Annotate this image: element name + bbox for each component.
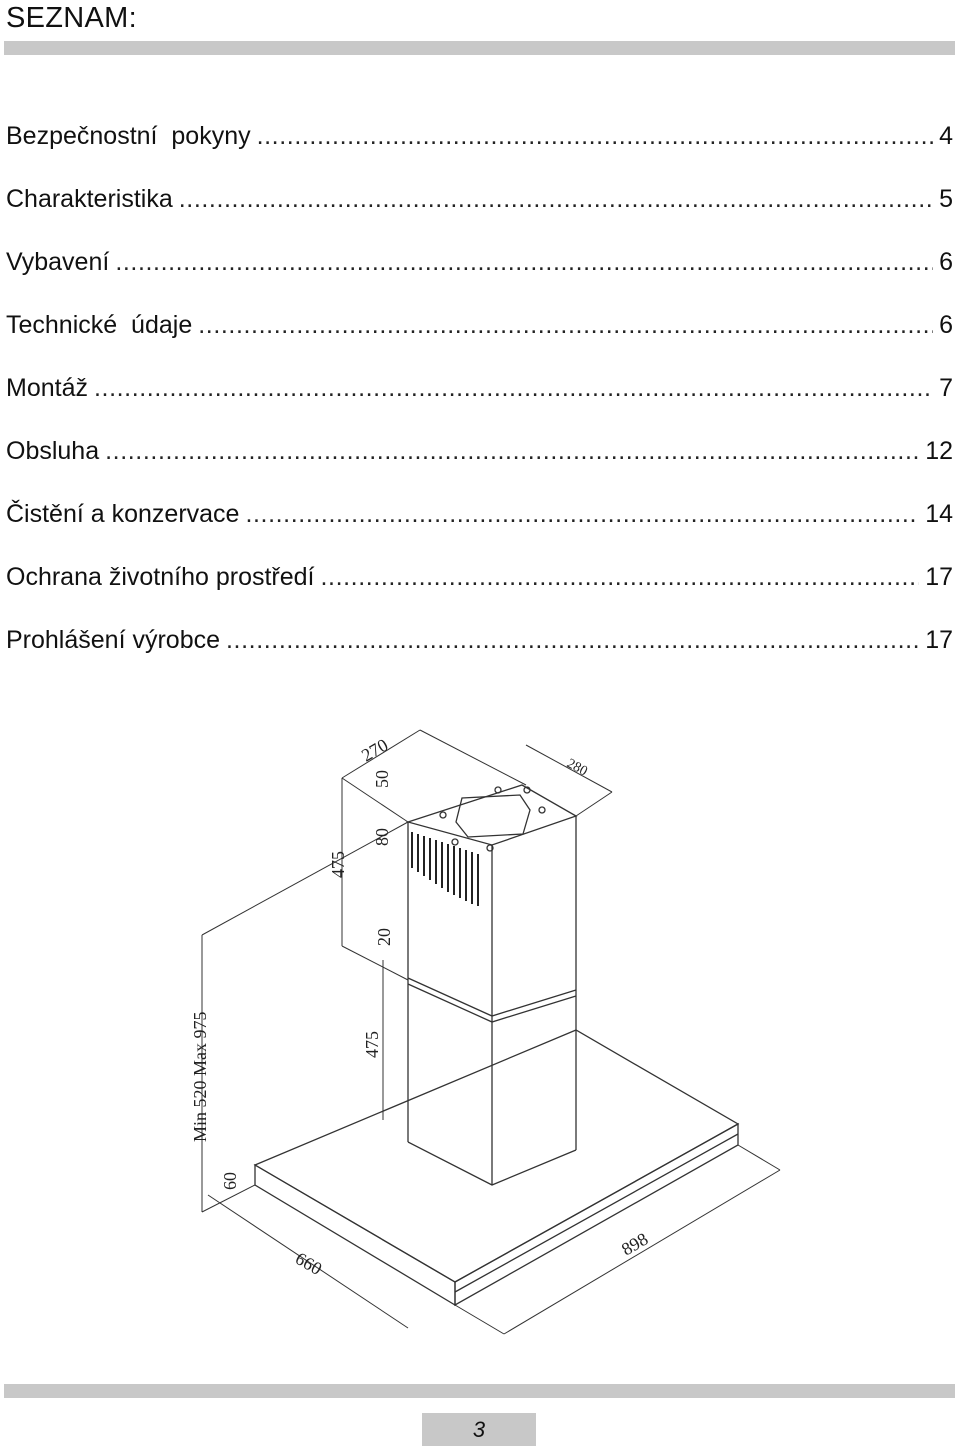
chimney-joint xyxy=(407,977,577,1017)
toc-entry-title: Technické údaje xyxy=(6,311,193,339)
dim-vent-height: 80 xyxy=(372,828,392,846)
toc-leader-dots: ........................................… xyxy=(226,626,920,654)
toc-entry-page: 17 xyxy=(925,626,953,654)
footer-divider xyxy=(4,1384,955,1398)
toc-entry-title: Bezpečnostní pokyny xyxy=(6,122,251,150)
toc-leader-dots: ........................................… xyxy=(105,437,919,465)
toc-entry-title: Montáž xyxy=(6,374,88,402)
dim-total-height: Min 520 Max 975 xyxy=(190,1012,210,1143)
toc-leader-dots: ........................................… xyxy=(245,500,920,528)
vent-slots xyxy=(411,832,479,906)
toc-entry-page: 6 xyxy=(939,248,953,276)
toc-entry-characteristics[interactable]: Charakteristika ........................… xyxy=(6,181,953,244)
toc-entry-page: 17 xyxy=(925,563,953,591)
toc-entry-page: 14 xyxy=(925,500,953,528)
toc-entry-technical-data[interactable]: Technické údaje ........................… xyxy=(6,307,953,370)
toc-leader-dots: ........................................… xyxy=(256,122,934,150)
dim-hood-height: 60 xyxy=(220,1172,240,1190)
toc-entry-equipment[interactable]: Vybavení ...............................… xyxy=(6,244,953,307)
dim-top-cap: 50 xyxy=(372,770,392,788)
hood-dimension-drawing: 270 280 50 80 475 20 475 Min 520 Max 975… xyxy=(190,729,781,1335)
toc-entry-title: Čistění a konzervace xyxy=(6,500,240,528)
dim-top-depth: 280 xyxy=(564,756,590,779)
toc-entry-page: 7 xyxy=(939,374,953,402)
toc-leader-dots: ........................................… xyxy=(178,185,934,213)
toc-entry-page: 4 xyxy=(939,122,953,150)
toc-entry-title: Ochrana životního prostředí xyxy=(6,563,315,591)
dim-hood-width: 898 xyxy=(618,1229,651,1260)
toc-leader-dots: ........................................… xyxy=(320,563,920,591)
toc-leader-dots: ........................................… xyxy=(115,248,933,276)
toc-entry-declaration[interactable]: Prohlášení výrobce .....................… xyxy=(6,622,953,685)
toc-entry-title: Obsluha xyxy=(6,437,100,465)
toc-entry-title: Prohlášení výrobce xyxy=(6,626,221,654)
exhaust-opening xyxy=(455,794,531,838)
toc-leader-dots: ........................................… xyxy=(93,374,933,402)
dim-lower-chimney: 475 xyxy=(362,1031,382,1058)
toc-leader-dots: ........................................… xyxy=(198,311,933,339)
dim-overlap: 20 xyxy=(374,928,394,946)
dim-hood-depth: 660 xyxy=(292,1248,325,1279)
canopy-front-edge xyxy=(454,1122,739,1307)
toc-entry-safety[interactable]: Bezpečnostní pokyny ....................… xyxy=(6,118,953,181)
toc-entry-page: 12 xyxy=(925,437,953,465)
toc-entry-title: Charakteristika xyxy=(6,185,173,213)
toc-entry-page: 5 xyxy=(939,185,953,213)
toc-entry-cleaning[interactable]: Čistění a konzervace ...................… xyxy=(6,496,953,559)
table-of-contents: Bezpečnostní pokyny ....................… xyxy=(6,118,953,685)
toc-entry-installation[interactable]: Montáž .................................… xyxy=(6,370,953,433)
toc-entry-title: Vybavení xyxy=(6,248,110,276)
toc-entry-page: 6 xyxy=(939,311,953,339)
canopy-top-face xyxy=(253,1029,740,1283)
dim-top-width: 270 xyxy=(358,735,391,766)
page-number: 3 xyxy=(422,1413,536,1446)
toc-entry-operation[interactable]: Obsluha ................................… xyxy=(6,433,953,496)
dim-upper-chimney: 475 xyxy=(328,851,348,878)
header-divider xyxy=(4,41,955,55)
page-title: SEZNAM: xyxy=(6,2,137,34)
toc-entry-environment[interactable]: Ochrana životního prostředí ............… xyxy=(6,559,953,622)
